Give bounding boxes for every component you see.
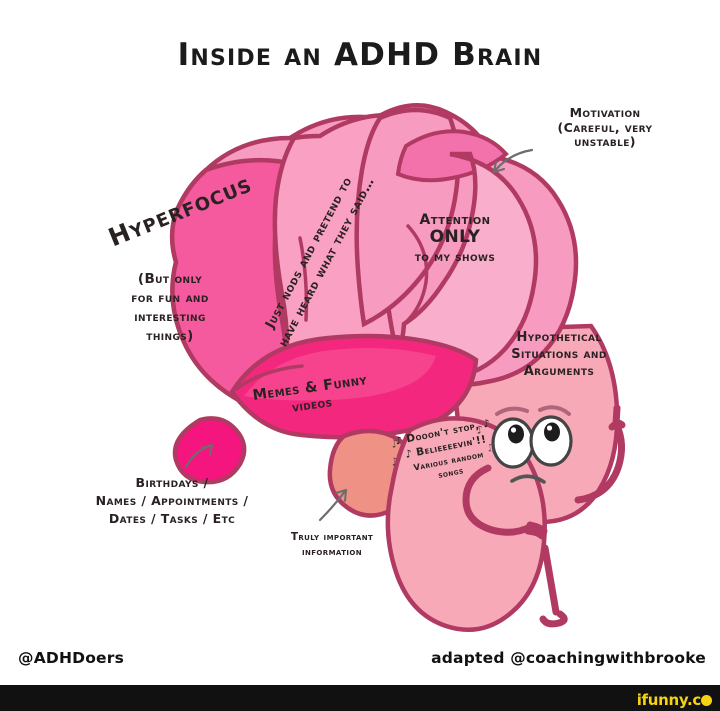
watermark-dot-icon bbox=[701, 695, 712, 706]
svg-text:♫: ♫ bbox=[485, 442, 496, 455]
label-hyperfocus-sub: (But only for fun and interesting things… bbox=[131, 271, 209, 345]
footer-credit-left: @ADHDoers bbox=[18, 649, 125, 667]
label-attention-sub: to my shows bbox=[414, 249, 496, 265]
brain-eyebrows bbox=[495, 405, 571, 416]
lobe-forgotten-info bbox=[172, 416, 247, 485]
brain-eyes bbox=[491, 415, 573, 469]
svg-text:♪: ♪ bbox=[475, 423, 485, 437]
bottom-bar bbox=[0, 685, 720, 711]
label-birthdays: Birthdays / Names / Appointments / Dates… bbox=[95, 475, 249, 527]
brain-mouth bbox=[510, 474, 546, 484]
label-hyperfocus: Hyperfocus bbox=[104, 168, 256, 253]
brain-arms bbox=[462, 404, 626, 540]
label-truly-important: Truly important information bbox=[290, 531, 374, 558]
arrow-truly-important bbox=[318, 488, 348, 522]
svg-text:♪: ♪ bbox=[390, 455, 400, 469]
lobe-memes-highlight bbox=[244, 348, 436, 401]
label-motivation: Motivation (Careful, very unstable) bbox=[557, 105, 653, 149]
label-attention: Attention bbox=[419, 212, 491, 229]
brain-fold-lines bbox=[230, 224, 429, 394]
label-just-nods: Just nods and pretend to have heard what… bbox=[262, 174, 378, 350]
watermark-text: ifunny.c bbox=[636, 691, 702, 709]
pointer-arrows bbox=[184, 148, 534, 522]
footer-credit-right: adapted @coachingwithbrooke bbox=[431, 649, 706, 667]
label-attention-only: ONLY bbox=[429, 227, 481, 248]
label-hypothetical: Hypothetical Situations and Arguments bbox=[511, 330, 607, 379]
page-title: Inside an ADHD Brain bbox=[177, 37, 543, 73]
svg-text:♪: ♪ bbox=[390, 437, 400, 451]
arrow-motivation bbox=[492, 148, 534, 174]
ifunny-watermark: ifunny.c bbox=[637, 691, 712, 709]
music-notes: ♪ ♪ ♪ ♫ bbox=[390, 423, 496, 469]
